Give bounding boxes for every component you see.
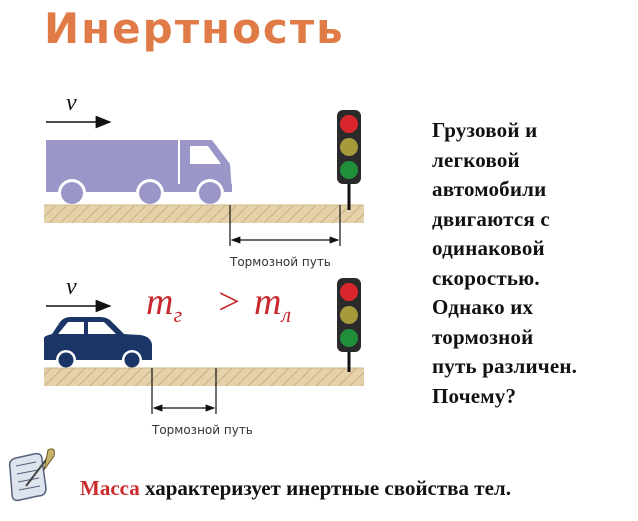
mass-relation-formula: mг > mл	[146, 281, 291, 327]
conclusion-text: Масса характеризует инертные свойства те…	[80, 476, 511, 501]
conclusion-body: характеризует инертные свойства тел.	[139, 476, 511, 500]
traffic-light-icon	[337, 278, 361, 372]
velocity-label-top: v	[66, 90, 77, 116]
scroll-quill-icon	[8, 448, 55, 502]
page-title: Инертность	[44, 4, 345, 53]
conclusion-highlight: Масса	[80, 476, 140, 500]
brake-distance-bottom	[151, 368, 217, 414]
brake-distance-top	[229, 205, 341, 246]
mass-car-symbol: m	[254, 281, 281, 323]
road-top	[44, 205, 364, 223]
velocity-label-bottom: v	[66, 274, 77, 300]
traffic-light-icon	[337, 110, 361, 210]
mass-truck-symbol: m	[146, 281, 173, 323]
brake-label-bottom: Тормозной путь	[151, 423, 253, 437]
question-text: Грузовой и легковой автомобили двигаются…	[432, 118, 578, 408]
car-icon	[44, 317, 152, 370]
truck-icon	[46, 140, 232, 207]
svg-text:mл: mл	[254, 281, 291, 327]
mass-operator: >	[216, 281, 242, 323]
road-bottom	[44, 368, 364, 386]
brake-label-top: Тормозной путь	[229, 255, 331, 269]
mass-car-subscript: л	[279, 302, 291, 327]
mass-truck-subscript: г	[173, 302, 182, 327]
svg-text:mг: mг	[146, 281, 182, 327]
